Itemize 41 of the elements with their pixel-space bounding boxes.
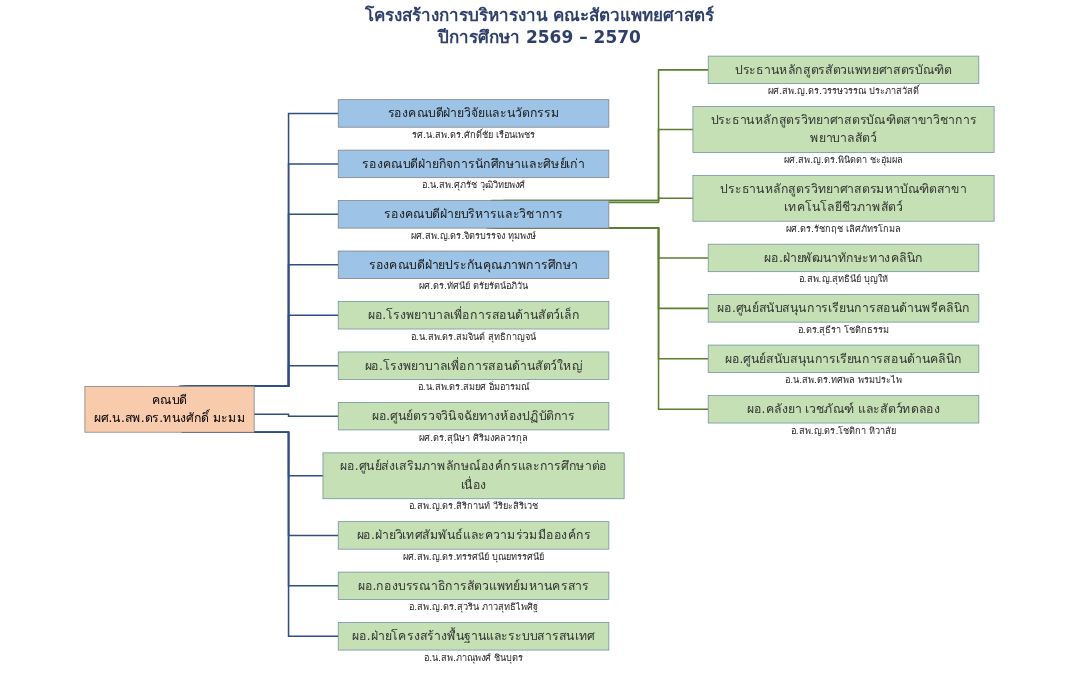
connector (608, 197, 694, 204)
person-name: อ.น.สพ.ดร.สมยศ อิ่มอารมณ์ (417, 381, 530, 393)
node-box: ผอ.ศูนย์ตรวจวินิจฉัยทางห้องปฏิบัติการ (337, 402, 610, 431)
node-box: ผอ.ฝ่ายพัฒนาทักษะทางคลินิก (707, 243, 980, 273)
person-name: อ.สพ.ญ.ดร.สิริกานท์ วีริยะสิริเวช (408, 500, 539, 512)
person-name: ผศ.สพ.ญ.ดร.จิตรบรรจง ทุมพงษ์ (410, 229, 537, 241)
person-name: อ.น.สพ.ดร.ทศพล พรมประไพ (785, 374, 902, 386)
node-box: ผอ.โรงพยาบาลเพื่อการสอนด้านสัตว์เล็ก (337, 301, 610, 330)
node-box: ประธานหลักสูตรสัตวแพทยศาสตรบัณฑิต (707, 55, 980, 84)
node-box: รองคณบดีฝ่ายวิจัยและนวัตกรรม (337, 99, 610, 128)
person-name: อ.น.สพ.ดร.สมจินต์ สุทธิกาญจน์ (410, 330, 537, 342)
subtitle-text: ปีการศึกษา 2569 – 2570 (436, 26, 642, 48)
person-name: ผศ.ดร.รัชกฤช เลิศภัทรโกมล (786, 222, 901, 234)
node-box: ผอ.ฝ่ายโครงสร้างพื้นฐานและระบบสารสนเทศ (337, 622, 610, 651)
person-name: อ.น.สพ.ภาณุพงศ์ ชินบุตร (424, 651, 523, 663)
connector (253, 413, 339, 417)
person-name: ผศ.ดร.สุนิษา ศิริมงคลวรกุล (419, 431, 528, 443)
person-name: ผศ.สพ.ญ.ดร.พินิดดา ชะอุ่มผล (784, 154, 903, 166)
node-box: ผอ.ศูนย์สนับสนุนการเรียนการสอนด้านพรีคลินิก (707, 294, 980, 323)
person-name: อ.สพ.ญ.ดร.สุวริน ภาวสุทธิไพศิฐ (409, 601, 538, 613)
node-box: ประธานหลักสูตรวิทยาศาสตรบัณฑิตสาขาวิชาการพยาบาลสัตว์ (692, 106, 995, 153)
person-name: อ.ดร.สุธีรา โชติกธรรม (797, 323, 890, 335)
person-name: ผศ.สพ.ญ.ดร.วรรษวรรณ ประภาสวัสดิ์ (768, 85, 919, 97)
person-name: รศ.น.สพ.ดร.ศักดิ์ชัย เรือนเพชร (412, 128, 535, 140)
node-box: ผอ.ฝ่ายวิเทศสัมพันธ์และความร่วมมือองค์กร (337, 521, 610, 550)
node-box: ผอ.คลังยา เวชภัณฑ์ และสัตว์ทดลอง (707, 395, 980, 424)
node-box: ผอ.โรงพยาบาลเพื่อการสอนด้านสัตว์ใหญ่ (337, 351, 610, 380)
person-name: ผศ.ดร.ทัศนีย์ ตรัยรัตน์อภิวัน (419, 280, 528, 292)
node-box: คณบดี ผศ.น.สพ.ดร.ทนงศักดิ์ มะมม (84, 385, 255, 433)
node-box: ผอ.กองบรรณาธิการสัตวแพทย์มหานครสาร (337, 571, 610, 600)
node-box: รองคณบดีฝ่ายกิจการนักศึกษาและศิษย์เก่า (337, 149, 610, 179)
node-box: รองคณบดีฝ่ายบริหารและวิชาการ (337, 200, 610, 229)
person-name: อ.น.สพ.ศุภรัช วุฒิวิทยพงศ์ (422, 179, 525, 191)
diagram-title: โครงสร้างการบริหารงาน คณะสัตวแพทยศาสตร์ (363, 4, 716, 26)
person-name: อ.สพ.ญ.ดร.โชติกา หิวาลัย (790, 424, 897, 436)
person-name: อ.สพ.ญ.สุทธินีย์ บุญให้ (798, 273, 889, 285)
node-box: ประธานหลักสูตรวิทยาศาสตรมหาบัณฑิตสาขาเทคโนโลยีชีวภาพสัตว์ (692, 175, 995, 222)
node-box: ผอ.ศูนย์ส่งเสริมภาพลักษณ์องค์กรและการศึกษาต่อเนื่อง (322, 452, 625, 500)
node-box: ผอ.ศูนย์สนับสนุนการเรียนการสอนด้านคลินิก (707, 344, 980, 373)
node-box: รองคณบดีฝ่ายประกันคุณภาพการศึกษา (337, 250, 610, 279)
person-name: ผศ.สพ.ญ.ดร.ทรรศนีย์ บุณยทรรศนีย์ (402, 550, 545, 562)
